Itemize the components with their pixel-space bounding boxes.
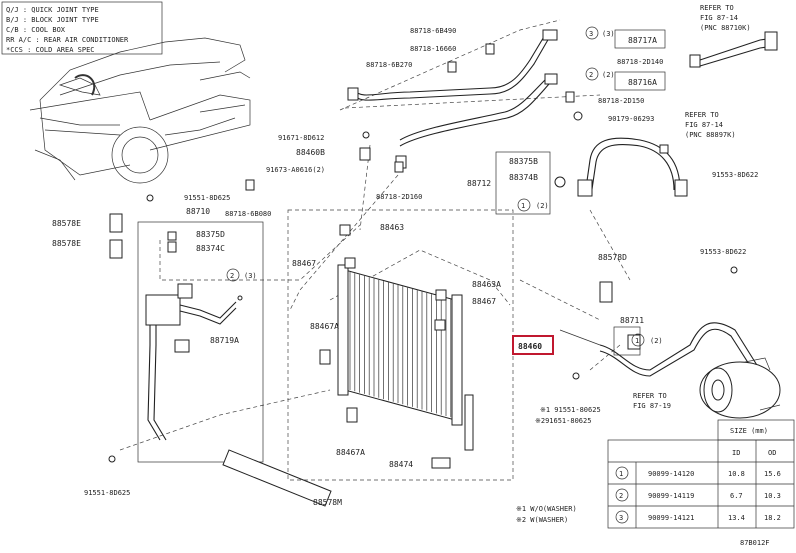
circle-refs: 3 (3) 2 (2) 1 (2) 2 (3) 1 (2) xyxy=(226,26,663,347)
size-row-1-part: 90099-14120 xyxy=(648,470,694,478)
size-row-2-id: 6.7 xyxy=(730,492,743,500)
size-table: SIZE (mm) ID OD 1 90099-14120 10.8 15.6 … xyxy=(607,419,795,529)
label-88467a-bottom: 88467A xyxy=(336,448,365,457)
label-91551-80625-w-o-washer: ※1 91551-80625 xyxy=(540,406,601,414)
compressor xyxy=(699,357,781,419)
note-with-washer: ※2 W(WASHER) xyxy=(516,516,568,524)
label-91651-80625-washer: ※291651-80625 xyxy=(535,417,591,425)
label-88719a: 88719A xyxy=(210,336,239,345)
size-row-3-od: 18.2 xyxy=(764,514,781,522)
circle-ref-1-right-count: (2) xyxy=(650,337,663,345)
size-row-1-od: 15.6 xyxy=(764,470,781,478)
size-row-1-no: 1 xyxy=(619,470,623,478)
label-88474: 88474 xyxy=(389,460,413,469)
refer-fig14b-line3: (PNC 88897K) xyxy=(685,131,736,139)
label-88710: 88710 xyxy=(186,207,210,216)
refer-fig19-line1: REFER TO xyxy=(633,392,667,400)
label-88467-right: 88467 xyxy=(472,297,496,306)
figure-code: 87B012F xyxy=(740,539,770,547)
size-row-3-part: 90099-14121 xyxy=(648,514,694,522)
label-91673-a0616: 91673-A0616(2) xyxy=(266,166,325,174)
size-row-2-part: 90099-14119 xyxy=(648,492,694,500)
compressor-pipes xyxy=(599,31,778,377)
label-88717a: 88717A xyxy=(628,36,657,45)
label-90179-06293: 90179-06293 xyxy=(608,115,654,123)
note-without-washer: ※1 W/O(WASHER) xyxy=(516,505,577,513)
label-88463: 88463 xyxy=(380,223,404,232)
refer-fig14a-line3: (PNC 88710K) xyxy=(700,24,751,32)
circle-ref-2-left: 2 xyxy=(230,272,234,280)
condenser xyxy=(319,257,474,469)
label-91553-8d622-top: 91553-8D622 xyxy=(712,171,758,179)
circle-ref-2-left-count: (3) xyxy=(244,272,257,280)
upper-pipes xyxy=(347,29,583,147)
label-88375d: 88375D xyxy=(196,230,225,239)
label-91551-8d625-bottom: 91551-8D625 xyxy=(84,489,130,497)
size-table-header-od: OD xyxy=(768,449,776,457)
size-row-1-id: 10.8 xyxy=(728,470,745,478)
vehicle-illustration xyxy=(29,37,251,184)
label-88463a: 88463A xyxy=(472,280,501,289)
refer-fig14b-line2: FIG 87-14 xyxy=(685,121,723,129)
label-88460b: 88460B xyxy=(296,148,325,157)
circle-ref-2-top-count: (2) xyxy=(602,71,615,79)
size-row-2-no: 2 xyxy=(619,492,623,500)
label-88375b: 88375B xyxy=(509,157,538,166)
label-88578e-top: 88578E xyxy=(52,219,81,228)
label-88374b: 88374B xyxy=(509,173,538,182)
leader-lines xyxy=(119,19,631,451)
refer-fig14a-line2: FIG 87-14 xyxy=(700,14,738,22)
label-88374c: 88374C xyxy=(196,244,225,253)
label-88578m: 88578M xyxy=(313,498,342,507)
circle-ref-1-right: 1 xyxy=(635,337,639,345)
size-row-3-no: 3 xyxy=(619,514,623,522)
label-88460: 88460 xyxy=(518,342,542,351)
label-88718-6b270: 88718-6B270 xyxy=(366,61,412,69)
size-row-3-id: 13.4 xyxy=(728,514,745,522)
label-88467-top: 88467 xyxy=(292,259,316,268)
part-labels: 88718-6B490 88718-16660 88718-6B270 8871… xyxy=(52,4,770,547)
legend-line-1: Q/J : QUICK JOINT TYPE xyxy=(6,6,99,14)
legend-line-3: C/B : COOL BOX xyxy=(6,26,66,34)
label-88718-6b080: 88718-6B080 xyxy=(225,210,271,218)
legend-line-2: B/J : BLOCK JOINT TYPE xyxy=(6,16,99,24)
size-row-2-od: 10.3 xyxy=(764,492,781,500)
circle-ref-3-top-count: (3) xyxy=(602,30,615,38)
size-table-title: SIZE (mm) xyxy=(730,427,768,435)
label-91671-8d612: 91671-8D612 xyxy=(278,134,324,142)
legend-box: Q/J : QUICK JOINT TYPE B/J : BLOCK JOINT… xyxy=(1,1,163,55)
label-88718-2d160: 88718-2D160 xyxy=(376,193,422,201)
label-88712: 88712 xyxy=(467,179,491,188)
label-88578d: 88578D xyxy=(598,253,627,262)
circle-ref-3-top: 3 xyxy=(589,30,593,38)
refer-fig14b-line1: REFER TO xyxy=(685,111,719,119)
label-91551-8d625-top: 91551-8D625 xyxy=(184,194,230,202)
legend-line-4: RR A/C : REAR AIR CONDITIONER xyxy=(6,36,129,44)
refer-fig14a-line1: REFER TO xyxy=(700,4,734,12)
label-88716a: 88716A xyxy=(628,78,657,87)
label-88718-2d150: 88718-2D150 xyxy=(598,97,644,105)
discharge-hose xyxy=(554,137,688,197)
label-88711: 88711 xyxy=(620,316,644,325)
left-assembly xyxy=(108,131,738,463)
legend-line-5: *CCS : COLD AREA SPEC xyxy=(6,46,95,54)
circle-ref-1-mid: 1 xyxy=(521,202,525,210)
highlighted-part-88460 xyxy=(512,335,554,355)
size-table-header-id: ID xyxy=(732,449,740,457)
label-88718-16660: 88718-16660 xyxy=(410,45,456,53)
label-88718-2d140: 88718-2D140 xyxy=(617,58,663,66)
circle-ref-2-top: 2 xyxy=(589,71,593,79)
label-88578e-bottom: 88578E xyxy=(52,239,81,248)
label-88718-6b490: 88718-6B490 xyxy=(410,27,456,35)
refer-fig19-line2: FIG 87-19 xyxy=(633,402,671,410)
circle-ref-1-mid-count: (2) xyxy=(536,202,549,210)
label-91553-8d622-bottom: 91553-8D622 xyxy=(700,248,746,256)
label-88467a-mid: 88467A xyxy=(310,322,339,331)
